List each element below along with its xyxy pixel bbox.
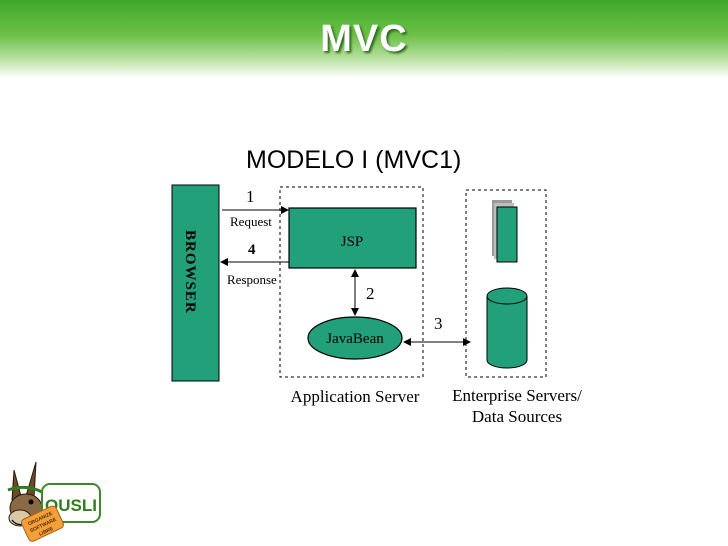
- javabean-ellipse: [307, 316, 403, 360]
- enterprise-server-region: [465, 189, 547, 378]
- application-server-region: [279, 186, 424, 378]
- donkey-mascot-icon: [7, 461, 43, 527]
- header-band: [0, 0, 728, 78]
- datasource-number: 3: [434, 314, 443, 333]
- bean-number: 2: [366, 284, 375, 303]
- response-number: 4: [248, 242, 256, 258]
- application-server-label: Application Server: [291, 387, 420, 406]
- database-icon: [486, 287, 528, 369]
- request-label: Request: [230, 214, 272, 229]
- jsp-box: [288, 207, 417, 269]
- slide-subtitle: MODELO I (MVC1): [246, 146, 462, 174]
- ousli-logo: OUSLI ORGANIZE SOFTWARE LIBRE: [7, 461, 101, 542]
- enterprise-server-icon: [492, 200, 518, 263]
- enterprise-label-line2: Data Sources: [472, 407, 562, 426]
- request-number: 1: [246, 187, 255, 206]
- browser-box: [171, 184, 220, 382]
- browser-label: BROWSER: [182, 230, 198, 314]
- slide-title: MVC: [320, 18, 408, 60]
- enterprise-label-line1: Enterprise Servers/: [452, 386, 582, 405]
- jsp-label: JSP: [341, 234, 364, 250]
- response-label: Response: [227, 272, 277, 287]
- javabean-label: JavaBean: [326, 331, 384, 347]
- logo-name: OUSLI: [45, 496, 97, 515]
